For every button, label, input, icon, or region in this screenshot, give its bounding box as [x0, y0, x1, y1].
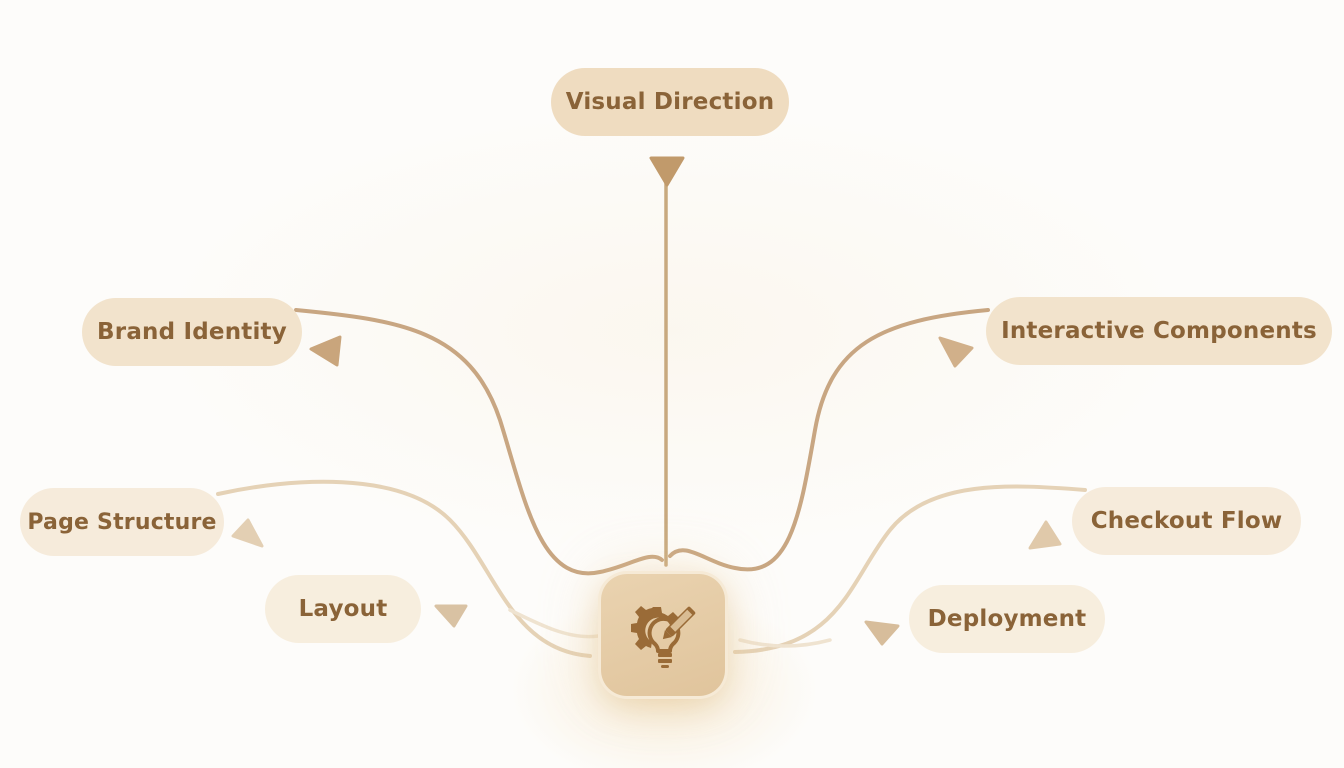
node-page-structure[interactable]: Page Structure: [20, 488, 224, 556]
node-deployment[interactable]: Deployment: [909, 585, 1105, 653]
arrowhead-visual-direction: [649, 156, 685, 187]
node-interactive-components[interactable]: Interactive Components: [986, 297, 1332, 365]
arrowhead-interactive-components: [938, 336, 974, 368]
connector-checkout-flow: [733, 484, 1087, 654]
node-label: Visual Direction: [565, 89, 775, 115]
node-label: Page Structure: [27, 509, 217, 535]
arrowhead-deployment: [864, 620, 900, 646]
connector-page-structure: [216, 479, 592, 658]
connector-deployment: [738, 638, 832, 648]
gear-lightbulb-pencil-icon: [625, 595, 701, 675]
node-layout[interactable]: Layout: [265, 575, 421, 643]
node-checkout-flow[interactable]: Checkout Flow: [1072, 487, 1301, 555]
connector-brand-identity: [294, 308, 664, 576]
arrowhead-brand-identity: [309, 335, 342, 367]
arrowhead-checkout-flow: [1028, 520, 1062, 550]
node-visual-direction[interactable]: Visual Direction: [551, 68, 789, 136]
connector-layout: [508, 608, 600, 639]
node-label: Deployment: [927, 606, 1087, 632]
node-label: Layout: [298, 596, 388, 622]
central-hub[interactable]: [601, 574, 725, 696]
arrowhead-layout: [434, 604, 468, 628]
node-label: Interactive Components: [1001, 318, 1317, 344]
node-label: Brand Identity: [97, 319, 287, 345]
arrowhead-page-structure: [231, 518, 264, 548]
node-label: Checkout Flow: [1090, 508, 1283, 534]
connector-interactive-components: [668, 308, 990, 572]
node-brand-identity[interactable]: Brand Identity: [82, 298, 302, 366]
